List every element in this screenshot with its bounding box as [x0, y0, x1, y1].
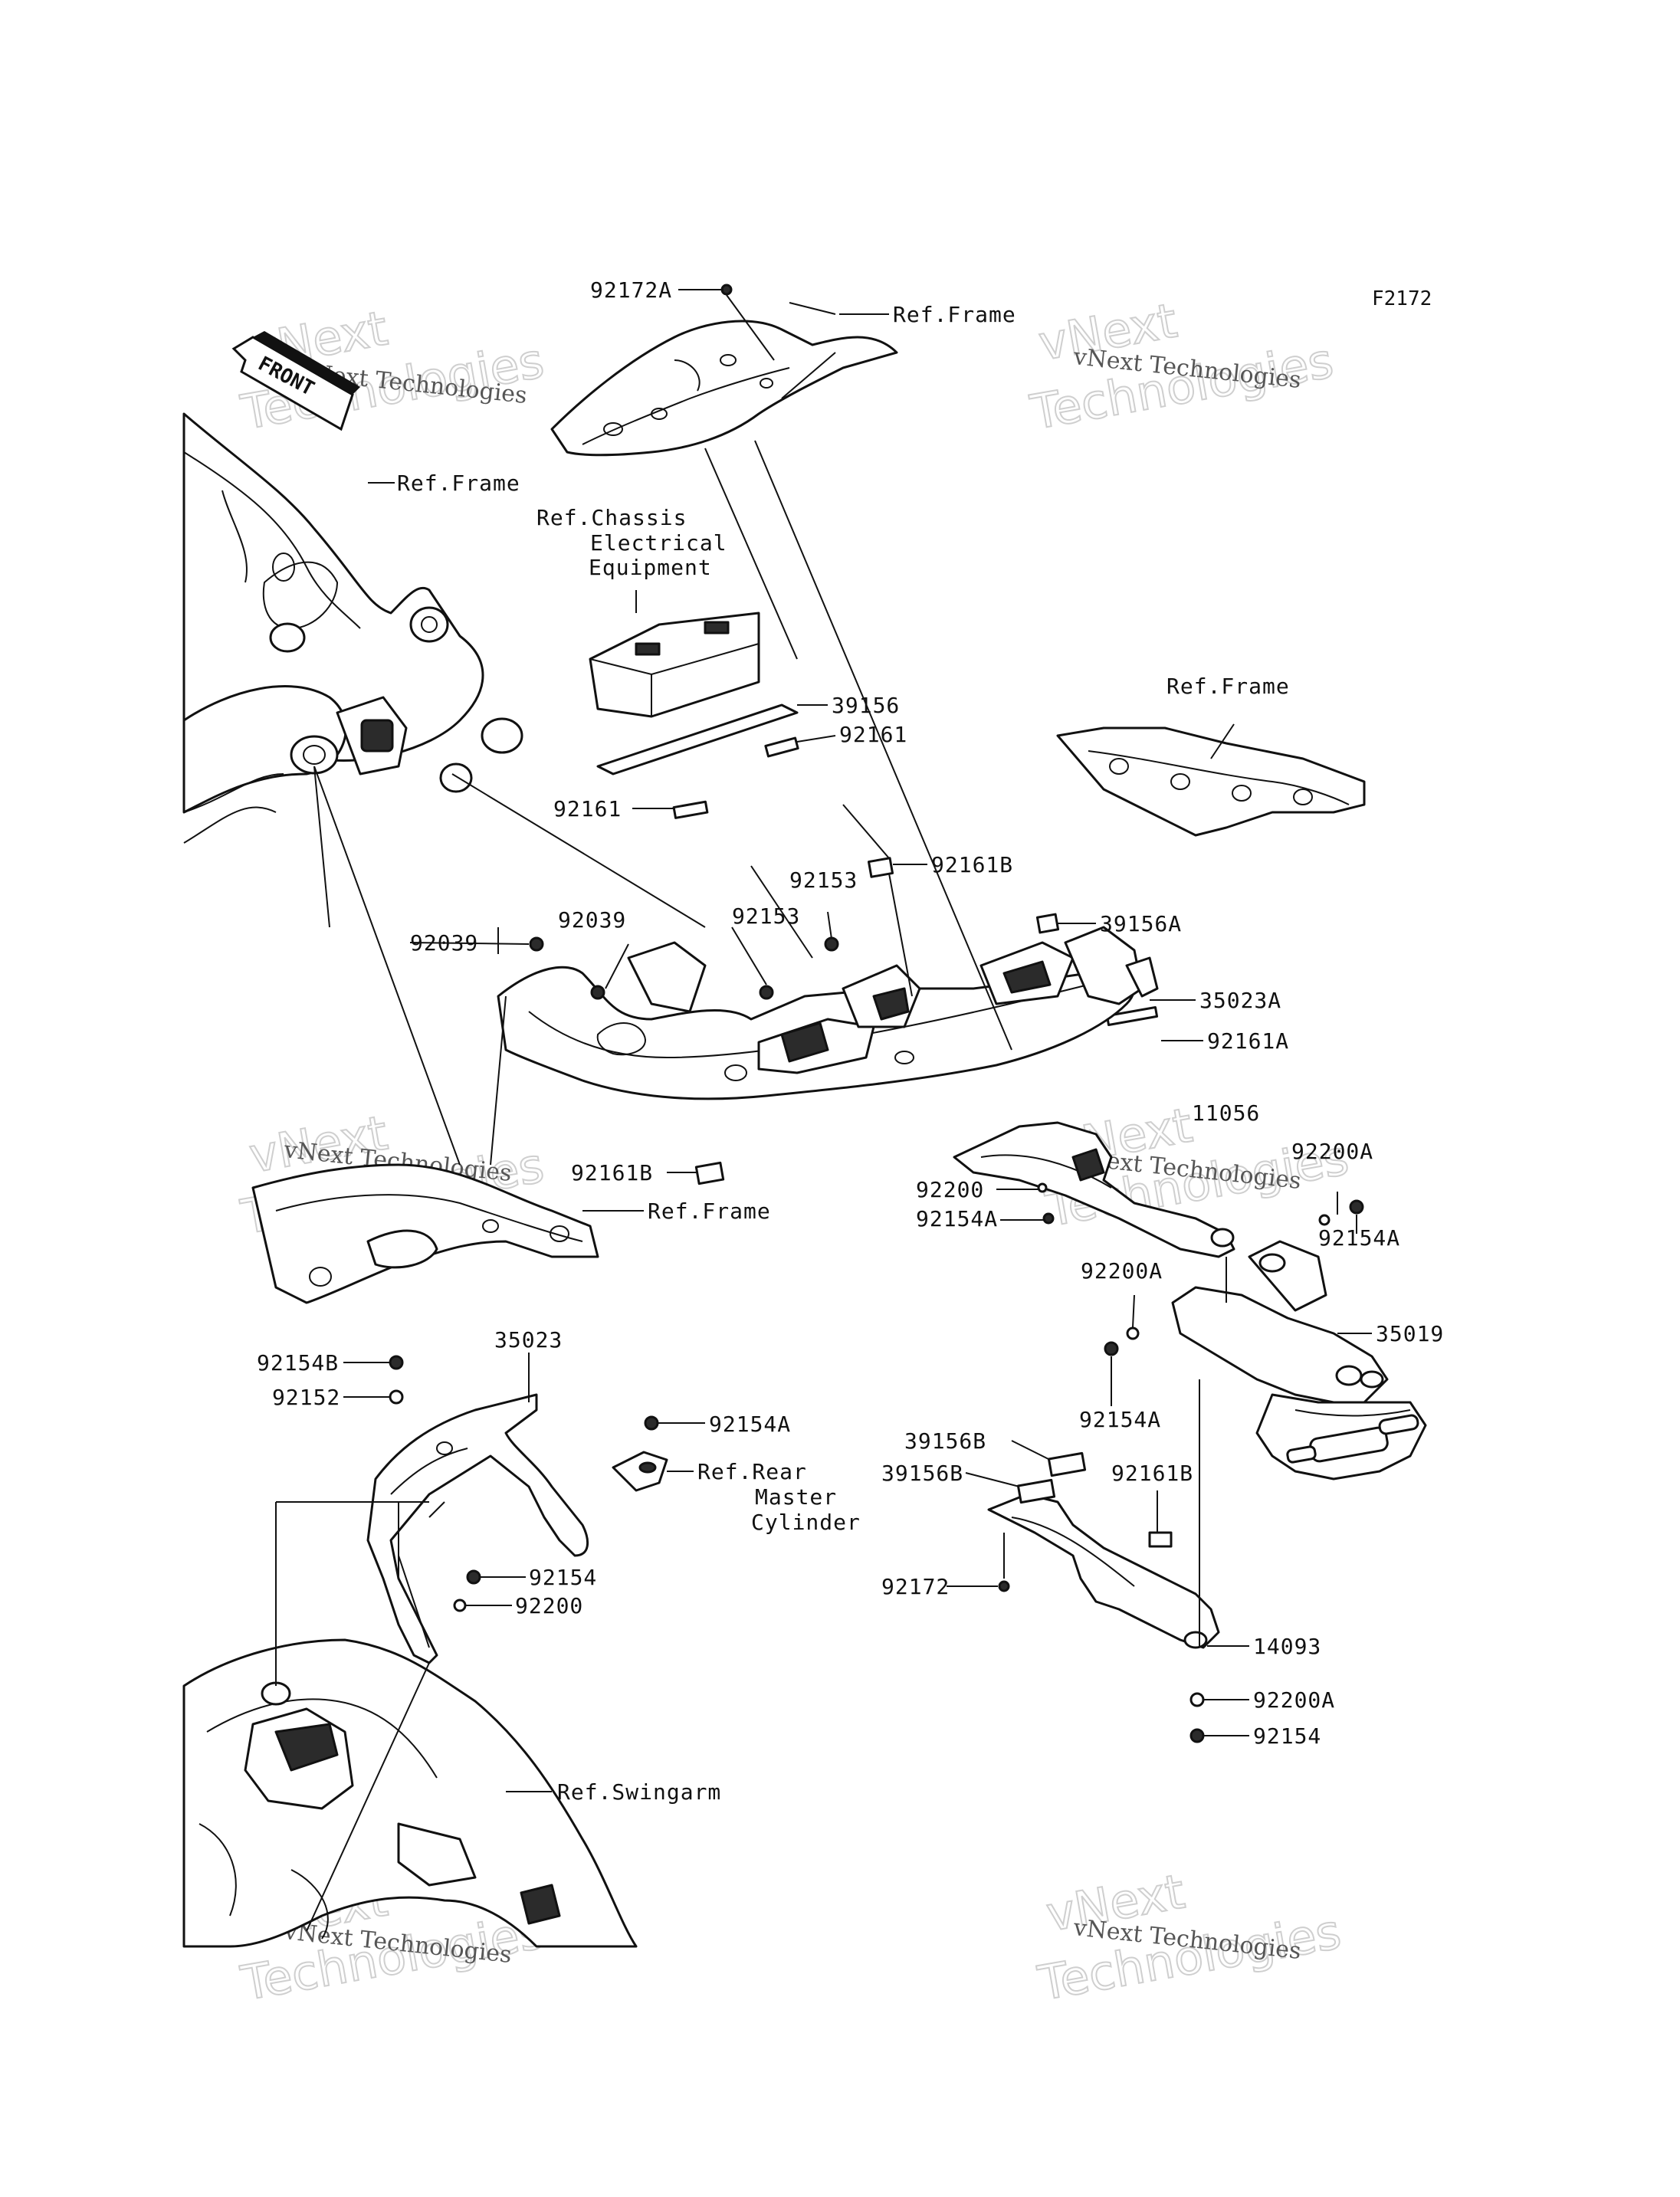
pad-92161B-low	[694, 1161, 725, 1185]
label-92154-a: 92154	[529, 1565, 597, 1590]
label-39156B-2: 39156B	[881, 1461, 963, 1486]
label-ref-chassis-3: Equipment	[589, 555, 712, 580]
label-92161-a: 92161	[839, 722, 907, 747]
screw-92154B-icon	[389, 1355, 404, 1370]
washer-92200A-b-icon	[1126, 1326, 1140, 1340]
fender-35023-part	[366, 1393, 589, 1664]
label-39156A: 39156A	[1100, 911, 1182, 936]
label-ref-rear-1: Ref.Rear	[697, 1459, 807, 1484]
label-92172: 92172	[881, 1574, 950, 1599]
label-ref-chassis-1: Ref.Chassis	[536, 505, 687, 530]
screw-92154A-b-icon	[1104, 1341, 1119, 1356]
label-92161A: 92161A	[1207, 1028, 1289, 1054]
watermark-top-right: vNext Technologies vNext Technologies	[1025, 291, 1338, 441]
rear-master-bracket	[612, 1451, 668, 1492]
pad-92161B-mid	[867, 857, 894, 878]
label-92161B-3: 92161B	[1111, 1461, 1193, 1486]
battery-part	[589, 612, 760, 718]
screw-92154-icon	[466, 1569, 481, 1585]
label-92039-a: 92039	[558, 907, 626, 933]
screw-92153a-icon	[759, 985, 774, 1000]
label-92200A-1: 92200A	[1291, 1139, 1373, 1164]
washer-92200A-icon	[1318, 1214, 1331, 1226]
label-92161B-1: 92161B	[931, 852, 1013, 877]
label-ref-frame-bottom: Ref.Frame	[648, 1199, 771, 1224]
bracket-11056-part	[953, 1121, 1235, 1258]
bracket-14093-part	[987, 1451, 1220, 1649]
washer-92200-icon	[1037, 1182, 1048, 1193]
label-92154-b: 92154	[1253, 1723, 1321, 1749]
pad-92161-upper	[764, 736, 799, 758]
label-92200A-2: 92200A	[1081, 1258, 1163, 1284]
label-92200: 92200	[916, 1177, 984, 1202]
screw-92039-icon	[529, 936, 544, 952]
label-ref-swingarm: Ref.Swingarm	[557, 1779, 721, 1805]
figure-id: F2172	[1372, 287, 1432, 310]
screw-92153b-icon	[824, 936, 839, 952]
screw-92039b-icon	[590, 985, 605, 1000]
upper-tail-cover	[550, 320, 898, 457]
screw-92154-b-icon	[1189, 1728, 1205, 1743]
front-arrow-icon: FRONT	[231, 331, 360, 431]
screw-92154A-icon	[1349, 1199, 1364, 1215]
washer-92200-b-icon	[453, 1599, 467, 1612]
swingarm-part	[182, 1638, 638, 1948]
seat-tray-part	[497, 926, 1159, 1100]
label-92154A-1: 92154A	[916, 1206, 998, 1231]
label-ref-frame-top: Ref.Frame	[893, 302, 1016, 327]
label-ref-chassis-2: Electrical	[590, 530, 727, 556]
washer-92200A-c-icon	[1189, 1692, 1205, 1707]
label-92154B: 92154B	[257, 1350, 339, 1376]
pad-92161-left	[672, 800, 709, 819]
label-35019: 35019	[1376, 1321, 1444, 1346]
washer-92152-icon	[389, 1389, 404, 1405]
frame-part	[182, 412, 523, 844]
label-39156B-1: 39156B	[904, 1428, 986, 1454]
lower-frame-part	[251, 1163, 599, 1304]
leader-lines	[275, 289, 1372, 1932]
label-ref-rear-2: Master	[755, 1484, 837, 1510]
label-92172A: 92172A	[590, 277, 672, 303]
screw-92154A-c-icon	[644, 1415, 659, 1431]
label-92161-b: 92161	[553, 796, 622, 821]
label-39156: 39156	[832, 693, 900, 718]
label-92154A-3: 92154A	[1079, 1407, 1161, 1432]
label-92200A-3: 92200A	[1253, 1687, 1335, 1713]
label-ref-frame-left: Ref.Frame	[397, 471, 520, 496]
screw-92154A-icon	[1042, 1212, 1055, 1225]
right-frame-part	[1056, 726, 1366, 837]
label-92154A-2: 92154A	[1318, 1225, 1400, 1251]
part-labels: 92172A Ref.Frame Ref.Frame Ref.Chassis E…	[257, 277, 1444, 1805]
rear-fender-35019-part	[1171, 1240, 1427, 1481]
screw-92172-icon	[998, 1580, 1010, 1592]
label-92039-b: 92039	[410, 930, 478, 956]
label-92153-a: 92153	[789, 867, 858, 893]
pad-39156A	[1035, 913, 1060, 934]
label-92200-b: 92200	[515, 1593, 583, 1618]
label-ref-rear-3: Cylinder	[751, 1510, 861, 1535]
label-35023A: 35023A	[1199, 988, 1281, 1013]
label-92153-b: 92153	[732, 903, 800, 929]
label-92152: 92152	[272, 1385, 340, 1410]
fasteners	[389, 284, 1364, 1743]
label-11056: 11056	[1192, 1100, 1260, 1126]
watermark-bottom-right: vNext Technologies vNext Technologies	[1033, 1862, 1346, 2012]
battery-pad	[596, 703, 799, 776]
label-14093: 14093	[1253, 1634, 1321, 1659]
label-35023: 35023	[494, 1327, 563, 1353]
label-ref-frame-right: Ref.Frame	[1166, 674, 1290, 699]
label-92154A-4: 92154A	[709, 1412, 791, 1437]
label-92161B-2: 92161B	[571, 1160, 653, 1185]
